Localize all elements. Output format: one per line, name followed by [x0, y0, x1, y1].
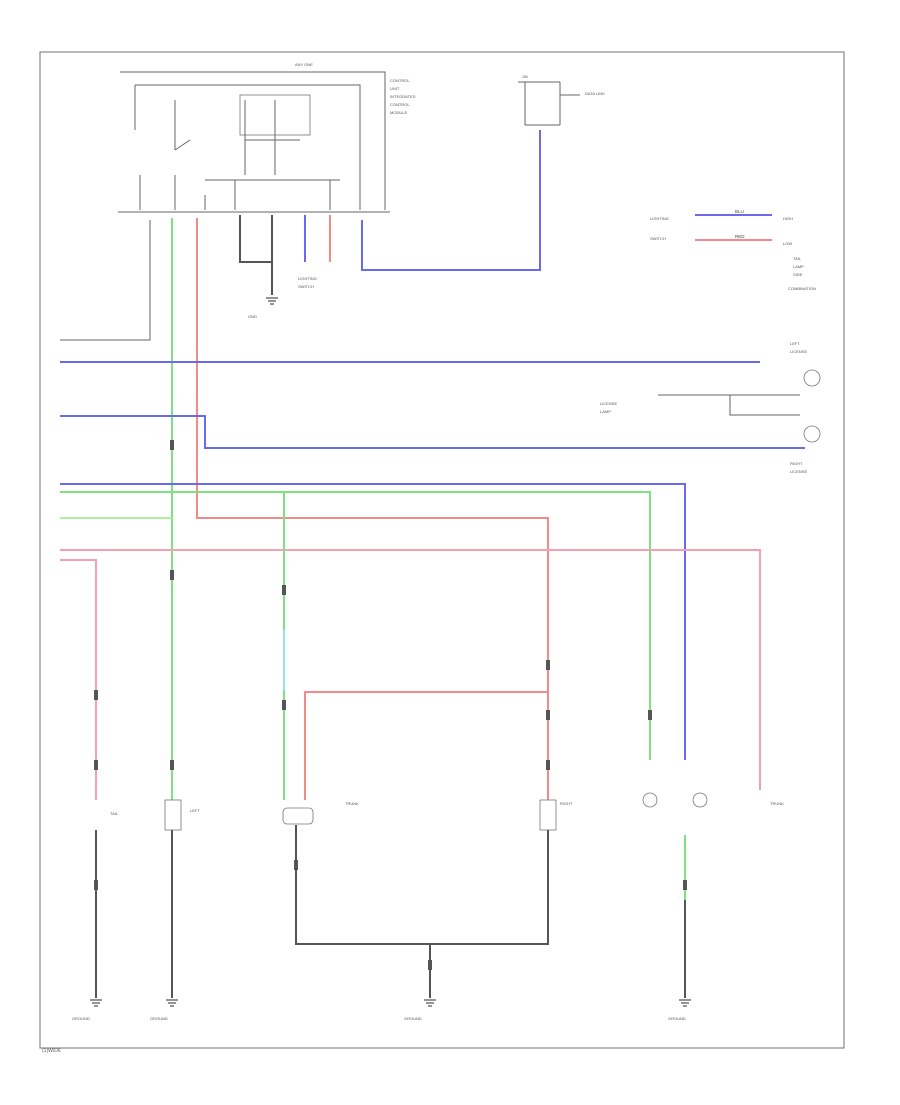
svg-text:GROUND: GROUND	[404, 1016, 422, 1021]
svg-text:J/B: J/B	[522, 74, 528, 79]
pink-left-drop	[60, 559, 97, 800]
svg-text:SIDE: SIDE	[793, 272, 803, 277]
diagram-frame	[39, 51, 845, 1049]
svg-text:GROUND: GROUND	[72, 1016, 90, 1021]
svg-text:COMBINATION: COMBINATION	[788, 286, 816, 291]
connector-ticks	[94, 440, 687, 970]
module-outline-inner	[135, 84, 361, 210]
ground-stub-1	[239, 215, 273, 295]
connector-outline	[518, 81, 561, 126]
left-lamp-1	[164, 799, 182, 831]
internal-bus	[205, 179, 340, 210]
pink-bus	[60, 549, 761, 790]
bottom-components: TAIL LEFT TRUNK RIGHT TRUNK	[110, 792, 784, 831]
lamp-symbol-2	[803, 425, 821, 443]
svg-text:LAMP: LAMP	[600, 409, 611, 414]
lamp-symbol-1	[803, 369, 821, 387]
svg-text:HIGH: HIGH	[783, 216, 793, 221]
svg-text:CONTROL: CONTROL	[390, 102, 410, 107]
svg-text:TRUNK: TRUNK	[770, 801, 784, 806]
top-right-connector: J/B DATA LINK	[518, 74, 605, 126]
module-pins	[139, 175, 206, 210]
blue-wire-top-loop	[361, 130, 541, 271]
relay-contacts	[244, 100, 300, 175]
green-bus	[60, 491, 651, 760]
svg-text:UNIT: UNIT	[390, 86, 400, 91]
svg-text:TAIL: TAIL	[110, 811, 119, 816]
ground-symbol-a	[90, 999, 102, 1007]
svg-text:GROUND: GROUND	[150, 1016, 168, 1021]
svg-text:LOW: LOW	[783, 241, 792, 246]
red-wire-main	[196, 218, 549, 800]
module-outline-outer	[120, 71, 386, 210]
right-lamp-cluster: LEFT LICENSE LICENSE LAMP RIGHT LICENSE	[600, 341, 821, 474]
svg-text:MODULE: MODULE	[390, 110, 407, 115]
ground-symbols: GROUND GROUND GROUND GROUND	[72, 999, 691, 1021]
svg-text:LICENSE: LICENSE	[790, 469, 807, 474]
module-stub-wires: GND LIGHTING SWITCH	[239, 215, 331, 319]
red-center-branch	[304, 691, 548, 800]
ground-symbol-c	[424, 999, 436, 1007]
tail-lamp-right	[692, 792, 708, 808]
tail-lamp-left	[642, 792, 658, 808]
blue-bus-2	[60, 415, 805, 449]
black-wire-left-top	[60, 220, 151, 341]
svg-text:TAIL: TAIL	[793, 256, 802, 261]
svg-text:DATA LINK: DATA LINK	[585, 91, 605, 96]
svg-text:LIGHTING: LIGHTING	[650, 216, 669, 221]
ground-symbol-b	[166, 999, 178, 1007]
svg-text:ANY ONE: ANY ONE	[295, 62, 313, 67]
switch-symbol	[174, 100, 191, 151]
lamp-branch-lines	[658, 394, 800, 416]
svg-text:TRUNK: TRUNK	[345, 801, 359, 806]
svg-text:GND: GND	[248, 314, 257, 319]
blue-bus-3	[60, 483, 686, 760]
svg-text:LAMP: LAMP	[793, 264, 804, 269]
ground-symbol-d	[679, 999, 691, 1007]
svg-text:LEFT: LEFT	[790, 341, 800, 346]
svg-text:LICENSE: LICENSE	[790, 349, 807, 354]
legend: LIGHTING SWITCH BLU RED HIGH LOW TAIL LA…	[650, 209, 816, 291]
legend-blue-label: BLU	[735, 209, 744, 214]
legend-red-label: RED	[735, 234, 745, 239]
svg-text:CONTROL: CONTROL	[390, 78, 410, 83]
svg-text:LIGHTING: LIGHTING	[298, 276, 317, 281]
svg-text:INTEGRATED: INTEGRATED	[390, 94, 416, 99]
svg-text:GROUND: GROUND	[668, 1016, 686, 1021]
svg-text:SWITCH: SWITCH	[298, 284, 314, 289]
svg-text:RIGHT: RIGHT	[560, 801, 573, 806]
control-module-block: ANY ONE CONTROL UNIT INTEGRATED CONTROL …	[118, 62, 416, 213]
right-lamp-1	[539, 799, 557, 831]
svg-text:SWITCH: SWITCH	[650, 236, 666, 241]
ground-loop-center	[295, 825, 549, 945]
svg-text:LEFT: LEFT	[190, 808, 200, 813]
center-lamp	[282, 807, 314, 825]
svg-text:RIGHT: RIGHT	[790, 461, 803, 466]
corner-code: (1)W/D6	[42, 1048, 61, 1054]
svg-text:LICENSE: LICENSE	[600, 401, 617, 406]
ground-symbol-1	[266, 297, 278, 305]
